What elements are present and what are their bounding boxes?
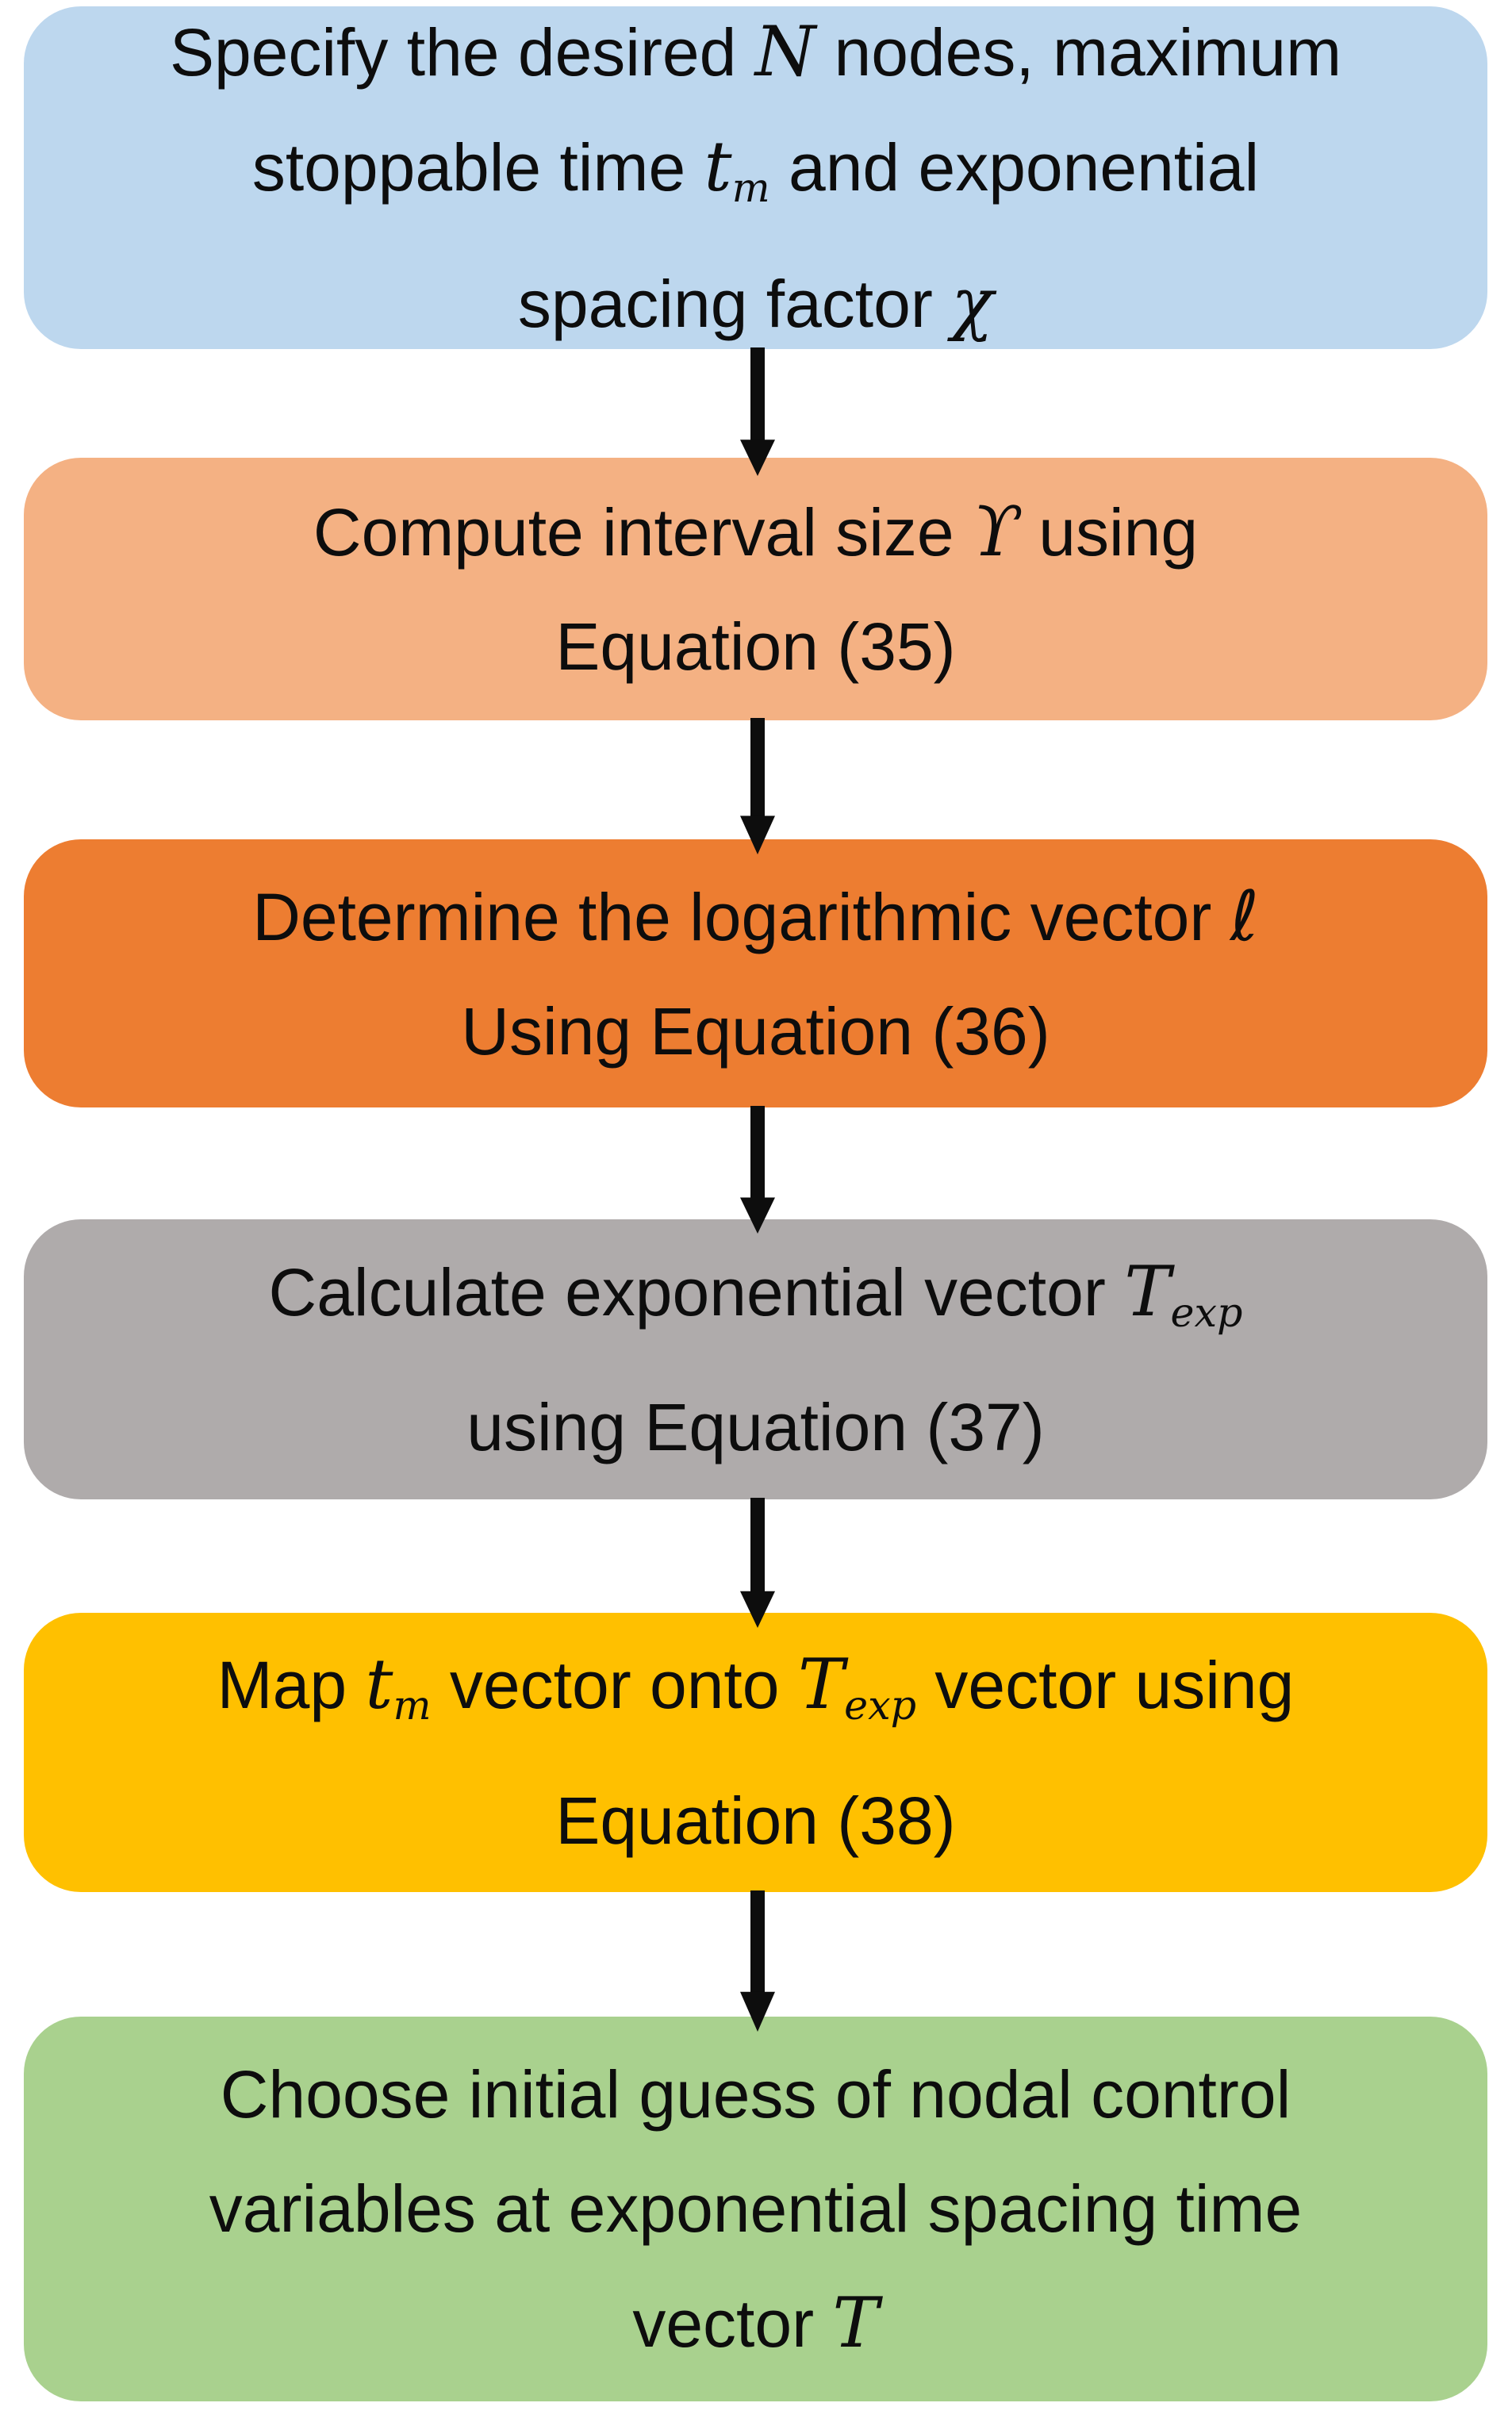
step-calculate-exponential-vector: Calculate exponential vector Texp using …: [24, 1219, 1487, 1499]
step-text-line: Choose initial guess of nodal control: [221, 2037, 1291, 2151]
math-symbol-N: N: [754, 11, 816, 93]
down-arrow-icon: [740, 1106, 775, 1234]
step-text-line: Map tm vector onto Texp vector using: [217, 1627, 1295, 1763]
step-text: using: [1019, 495, 1199, 570]
step-text: spacing factor: [517, 266, 952, 341]
step-text: Equation (38): [555, 1783, 956, 1858]
step-text: Equation (35): [555, 609, 956, 684]
step-choose-initial-guess: Choose initial guess of nodal control va…: [24, 2017, 1487, 2401]
step-text-line: Using Equation (36): [461, 974, 1050, 1088]
down-arrow-icon: [740, 1498, 775, 1628]
step-text: vector: [632, 2286, 833, 2361]
step-text: Using Equation (36): [461, 993, 1050, 1069]
step-text-line: Equation (38): [555, 1764, 955, 1878]
step-text-line: Equation (35): [555, 589, 955, 704]
step-text-line: vector T: [632, 2266, 878, 2381]
math-symbol-T-exp: Texp: [1124, 1250, 1243, 1337]
step-compute-interval-size: Compute interval size ϒ using Equation (…: [24, 458, 1487, 720]
step-determine-logarithmic-vector: Determine the logarithmic vector ℓ Using…: [24, 839, 1487, 1107]
math-symbol-chi: χ: [951, 262, 994, 344]
math-symbol-T-exp: Texp: [797, 1644, 917, 1729]
step-text: vector using: [916, 1648, 1295, 1723]
step-text-line: stoppable time tm and exponential: [252, 109, 1259, 245]
step-text-line: Compute interval size ϒ using: [313, 474, 1198, 589]
step-text: Calculate exponential vector: [268, 1254, 1125, 1330]
math-symbol-t-m: tm: [365, 1644, 432, 1729]
step-text-line: Calculate exponential vector Texp: [269, 1234, 1243, 1370]
step-text: Choose initial guess of nodal control: [220, 2057, 1291, 2132]
step-text-line: Specify the desired N nodes, maximum: [170, 0, 1341, 109]
step-text-line: using Equation (37): [466, 1370, 1044, 1484]
math-symbol-t-m: tm: [704, 126, 770, 212]
step-text: using Equation (37): [466, 1390, 1045, 1465]
step-text-line: variables at exponential spacing time: [209, 2151, 1302, 2266]
step-text: nodes, maximum: [815, 15, 1342, 90]
step-text: Specify the desired: [169, 15, 755, 90]
step-map-tm-vector-onto-texp: Map tm vector onto Texp vector using Equ…: [24, 1613, 1487, 1892]
step-text-line: Determine the logarithmic vector ℓ: [252, 859, 1259, 974]
math-symbol-ell: ℓ: [1230, 875, 1259, 957]
step-text: Determine the logarithmic vector: [252, 879, 1230, 954]
math-symbol-upsilon: ϒ: [972, 491, 1020, 572]
step-text: Compute interval size: [313, 495, 973, 570]
math-symbol-T: T: [832, 2282, 879, 2363]
step-text: Map: [217, 1648, 366, 1723]
step-text: and exponential: [769, 130, 1260, 205]
step-text-line: spacing factor χ: [518, 246, 993, 361]
step-text: stoppable time: [251, 130, 704, 205]
step-specify-inputs: Specify the desired N nodes, maximum sto…: [24, 6, 1487, 349]
step-text: variables at exponential spacing time: [209, 2171, 1303, 2246]
step-text: vector onto: [431, 1648, 798, 1723]
down-arrow-icon: [740, 1890, 775, 2032]
down-arrow-icon: [740, 347, 775, 476]
down-arrow-icon: [740, 718, 775, 854]
